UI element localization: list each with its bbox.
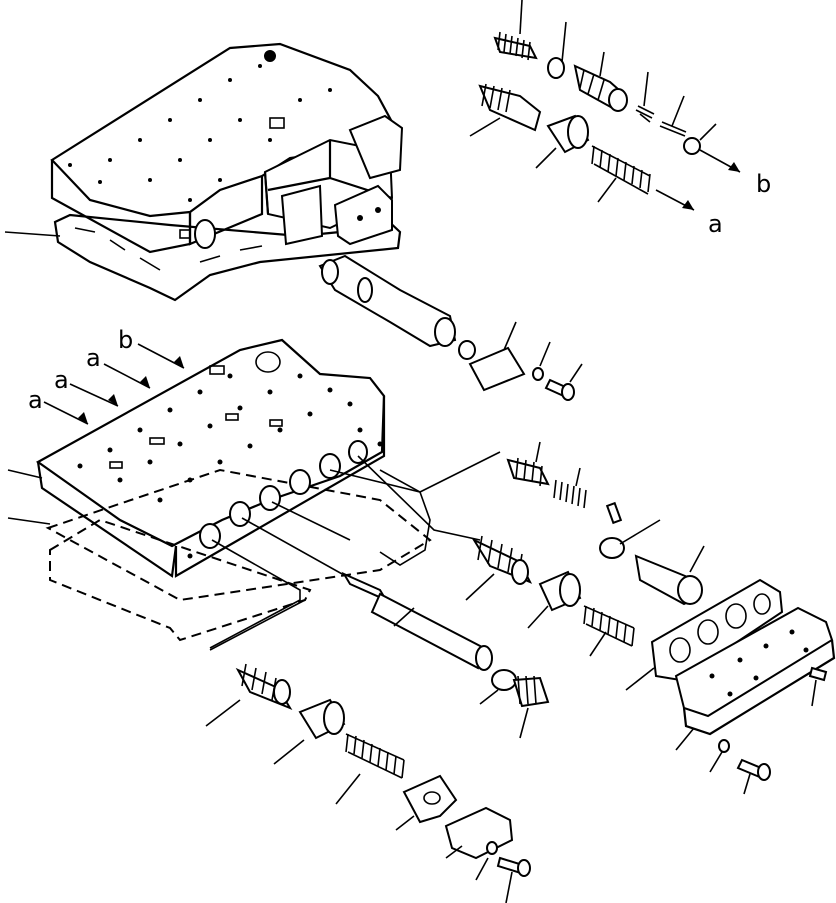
spring-e xyxy=(335,733,405,805)
lower-valve-body: a a a b xyxy=(7,326,501,649)
plunger-c xyxy=(634,545,705,606)
spring-2 xyxy=(469,83,542,137)
upper-body-holes xyxy=(68,50,332,239)
upper-valve-body xyxy=(4,42,476,360)
front-bores xyxy=(187,440,383,559)
spool-e xyxy=(205,663,293,727)
label-b-top: b xyxy=(756,170,771,198)
middle-parts xyxy=(341,441,705,739)
lower-body-holes xyxy=(77,365,363,503)
sleeve-1 xyxy=(535,114,590,169)
cover-large xyxy=(674,606,836,751)
plug-d xyxy=(512,675,550,739)
gasket-large xyxy=(625,578,784,691)
spring-c xyxy=(553,467,587,509)
sleeve-e xyxy=(273,698,346,765)
key xyxy=(605,501,623,525)
spool-d xyxy=(465,535,533,601)
label-a-top: a xyxy=(708,210,723,238)
small-spring-1 xyxy=(635,71,655,123)
label-a-1: a xyxy=(28,386,43,414)
collar xyxy=(599,519,661,559)
gasket-e xyxy=(395,774,458,831)
long-sleeve xyxy=(341,571,493,671)
spring-3 xyxy=(591,145,651,203)
cover-e xyxy=(444,806,514,860)
plug-small xyxy=(683,123,717,155)
cover-plate-small xyxy=(468,321,583,401)
label-a-2: a xyxy=(54,366,69,394)
pin xyxy=(659,95,687,137)
label-b-1: b xyxy=(118,326,133,354)
upper-spring-set: b a xyxy=(469,0,771,238)
valve-cap-1 xyxy=(573,51,628,112)
right-cover-plates xyxy=(625,578,836,795)
spring-1 xyxy=(493,0,538,61)
spring-d xyxy=(583,605,635,657)
spool-c xyxy=(506,441,550,487)
label-a-3: a xyxy=(86,344,101,372)
sleeve-d xyxy=(527,570,582,629)
lower-left-parts xyxy=(205,599,531,903)
